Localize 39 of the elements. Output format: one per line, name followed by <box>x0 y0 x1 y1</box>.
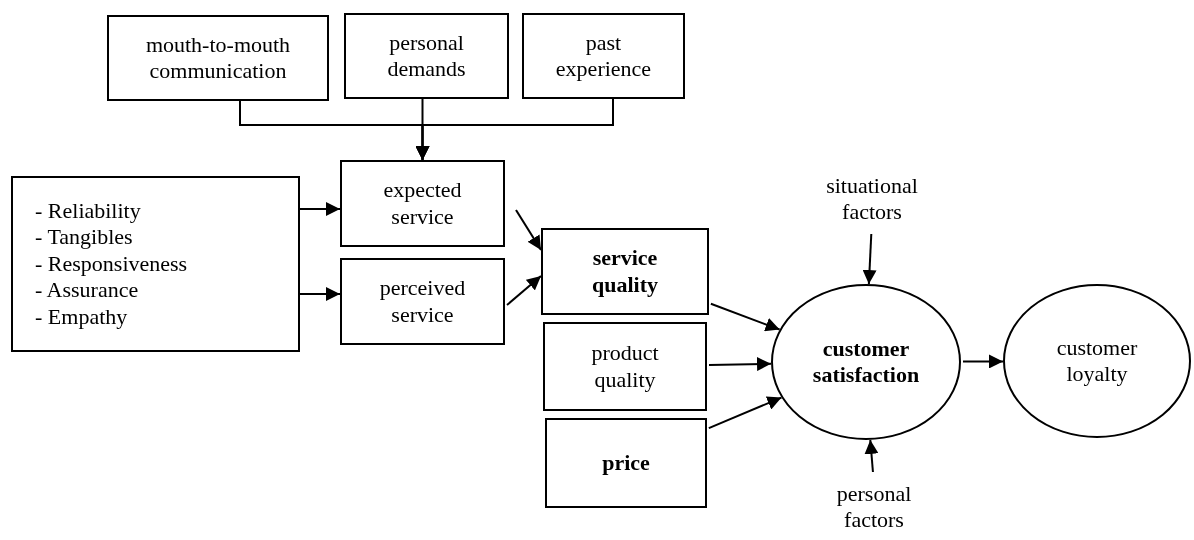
node-label: perceived service <box>378 275 467 328</box>
arrow <box>415 98 614 161</box>
process-box <box>543 322 707 411</box>
factor-label: situational factors <box>825 172 919 226</box>
node-label: service quality <box>591 245 659 298</box>
list-item: - Responsiveness <box>35 250 188 278</box>
ellipse-node <box>1003 284 1191 438</box>
list-item: - Tangibles <box>35 224 133 251</box>
arrow <box>299 287 341 301</box>
node-label: personal demands <box>386 29 467 83</box>
arrow <box>506 275 542 306</box>
arrow <box>709 302 781 332</box>
process-box <box>11 176 300 352</box>
list-item: - Empathy <box>35 303 128 330</box>
node-label: past experience <box>554 29 653 83</box>
process-box <box>545 418 707 508</box>
ellipse-node <box>771 284 961 440</box>
node-label: mouth-to-mouth communication <box>144 31 292 85</box>
process-box <box>541 228 709 315</box>
arrow <box>864 438 879 473</box>
process-box <box>340 160 505 247</box>
node-label: price <box>602 449 650 477</box>
list-item: - Assurance <box>35 277 139 304</box>
arrow <box>708 357 772 372</box>
list-item: - Reliability <box>35 198 141 225</box>
arrow <box>299 202 341 216</box>
process-box <box>340 258 505 345</box>
process-box <box>522 13 685 99</box>
node-label: product quality <box>590 340 660 393</box>
arrow <box>515 209 542 251</box>
arrow <box>962 354 1004 369</box>
arrow <box>862 233 877 286</box>
node-label: expected service <box>382 177 463 230</box>
process-box <box>107 15 329 101</box>
arrow <box>707 396 783 430</box>
process-box <box>344 13 509 99</box>
node-label: customer satisfaction <box>811 335 921 389</box>
factor-label: personal factors <box>835 480 913 534</box>
node-label: customer loyalty <box>1055 334 1139 388</box>
